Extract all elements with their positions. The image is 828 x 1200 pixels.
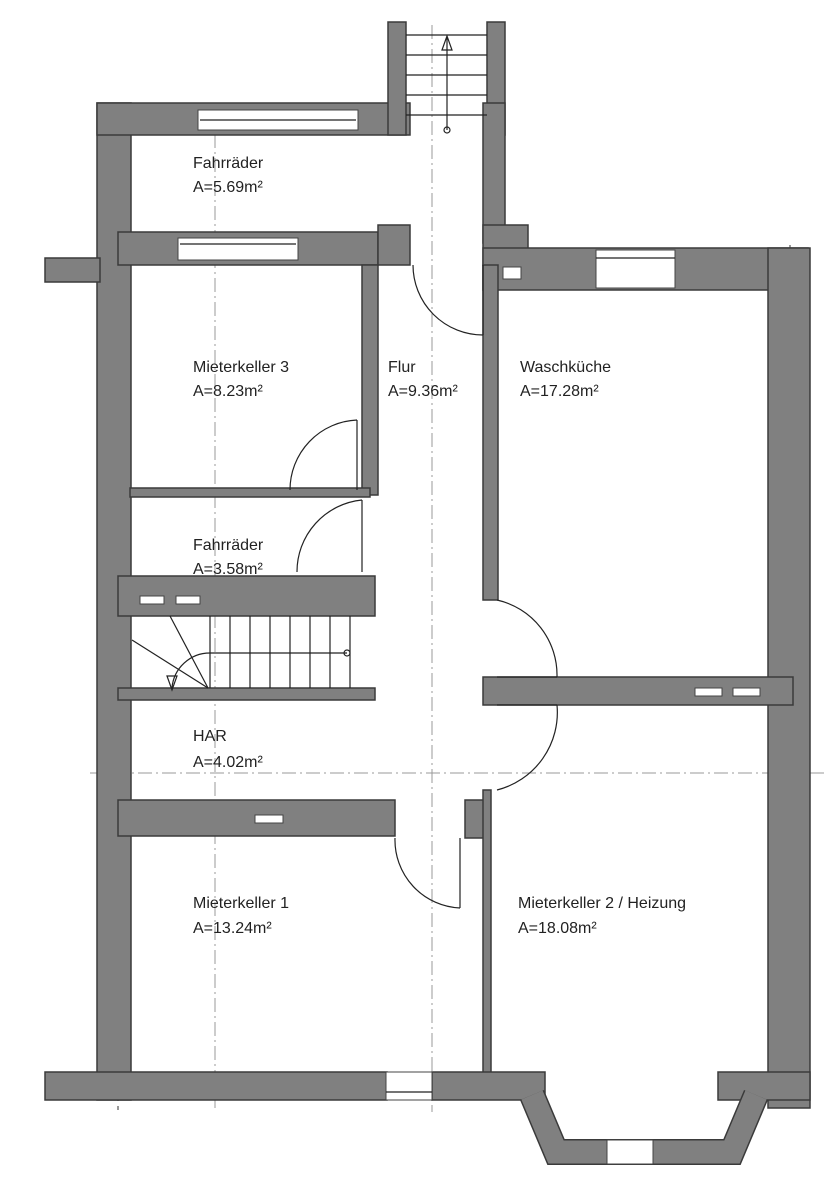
door-mieterkeller-2 bbox=[496, 704, 558, 791]
room-area: A=13.24m² bbox=[193, 920, 272, 937]
doors bbox=[289, 264, 558, 909]
room-name: Mieterkeller 3 bbox=[193, 359, 289, 376]
exterior-stair bbox=[406, 34, 487, 134]
room-area: A=18.08m² bbox=[518, 920, 597, 937]
room-area: A=4.02m² bbox=[193, 754, 263, 771]
room-area: A=17.28m² bbox=[520, 383, 599, 400]
door-waschkueche bbox=[496, 599, 558, 678]
room-name: HAR bbox=[193, 728, 227, 745]
room-name: Mieterkeller 2 / Heizung bbox=[518, 895, 686, 912]
walls bbox=[44, 21, 811, 1165]
interior-stair bbox=[131, 615, 351, 692]
room-area: A=9.36m² bbox=[388, 383, 458, 400]
room-area: A=5.69m² bbox=[193, 179, 263, 196]
room-name: Mieterkeller 1 bbox=[193, 895, 289, 912]
room-labels: Fahrräder A=5.69m² Mieterkeller 3 A=8.23… bbox=[193, 155, 686, 937]
door-flur-top bbox=[412, 264, 484, 336]
room-area: A=8.23m² bbox=[193, 383, 263, 400]
room-name: Fahrräder bbox=[193, 155, 264, 172]
door-fahrraeder bbox=[296, 499, 363, 573]
room-name: Fahrräder bbox=[193, 537, 264, 554]
room-area: A=3.58m² bbox=[193, 561, 263, 578]
door-mieterkeller-1 bbox=[394, 837, 461, 909]
door-mieterkeller-3 bbox=[289, 419, 358, 491]
windows bbox=[139, 109, 761, 1165]
room-name: Waschküche bbox=[520, 359, 611, 376]
room-name: Flur bbox=[388, 359, 416, 376]
